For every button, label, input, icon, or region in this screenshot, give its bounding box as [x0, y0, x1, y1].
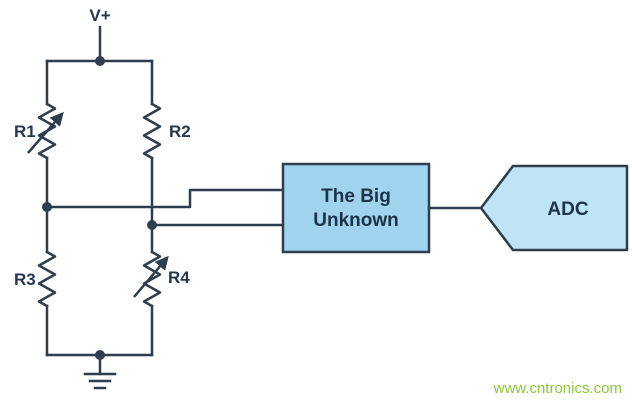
supply-label: V+: [89, 6, 110, 25]
power-supply: V+: [89, 6, 111, 66]
resistor-r1: R1: [14, 102, 64, 160]
resistor-r3: R3: [14, 250, 57, 308]
watermark: www.cntronics.com: [493, 380, 622, 397]
resistor-r2: R2: [142, 102, 191, 160]
resistor-r3-zigzag: [37, 250, 57, 308]
resistor-r2-zigzag: [142, 102, 162, 160]
big-unknown-box: [281, 162, 431, 254]
big-unknown-block: The Big Unknown: [281, 162, 431, 254]
big-unknown-label-line2: Unknown: [313, 210, 399, 231]
adc-label: ADC: [547, 199, 588, 220]
big-unknown-label-line1: The Big: [321, 186, 391, 207]
resistor-r4-label: R4: [168, 268, 190, 287]
resistor-r1-label: R1: [14, 122, 36, 141]
adc-block: ADC: [479, 164, 629, 252]
adc-shape: [479, 164, 629, 252]
resistor-r4-zigzag: [142, 250, 162, 308]
resistor-r2-label: R2: [169, 122, 191, 141]
resistor-r3-label: R3: [14, 270, 36, 289]
bridge-rails: [42, 59, 157, 360]
sense-wire-top: [45, 188, 285, 209]
variable-arrow-icon: [133, 255, 169, 298]
ground-icon: [83, 353, 117, 390]
sense-wires: [45, 188, 285, 227]
resistor-r4: R4: [133, 250, 190, 308]
variable-arrow-icon: [27, 111, 64, 154]
